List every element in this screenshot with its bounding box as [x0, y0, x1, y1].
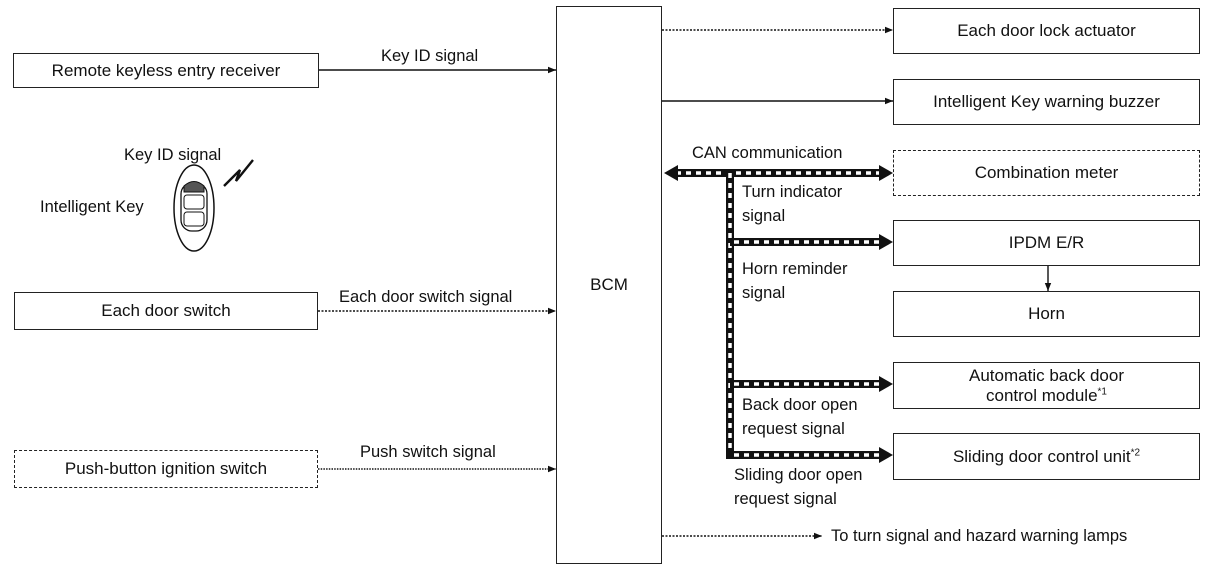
intelligent-key-signal-label: Key ID signal	[124, 146, 222, 164]
push-button-ignition-switch-box: Push-button ignition switch	[14, 450, 318, 488]
ipdm-er-label: IPDM E/R	[1008, 233, 1085, 252]
combination-meter-label: Combination meter	[974, 163, 1119, 182]
horn-box: Horn	[893, 291, 1200, 337]
key-id-signal-label: Key ID signal	[381, 47, 479, 65]
turn-indicator-line2: signal	[742, 207, 786, 225]
back-door-open-line1: Back door open	[742, 396, 858, 414]
each-door-switch-box: Each door switch	[14, 292, 318, 330]
intelligent-key-warning-buzzer-label: Intelligent Key warning buzzer	[933, 92, 1160, 111]
sliding-door-open-request-signal-label: Sliding door open request signal	[734, 463, 862, 511]
intelligent-key-icon	[173, 164, 215, 252]
each-door-switch-label: Each door switch	[101, 301, 231, 320]
ipdm-er-box: IPDM E/R	[893, 220, 1200, 266]
bcm-label: BCM	[590, 275, 628, 294]
remote-keyless-entry-receiver-label: Remote keyless entry receiver	[51, 60, 281, 80]
automatic-back-door-label-line1: Automatic back door	[969, 365, 1124, 385]
push-button-ignition-switch-label: Push-button ignition switch	[64, 459, 268, 478]
bcm-box: BCM	[556, 6, 662, 564]
each-door-switch-signal-label: Each door switch signal	[339, 288, 513, 306]
horn-reminder-signal-label: Horn reminder signal	[742, 257, 847, 305]
horn-reminder-line2: signal	[742, 284, 786, 302]
sliding-door-control-unit-label: Sliding door control unit	[952, 446, 1131, 466]
sliding-door-open-line2: request signal	[734, 490, 837, 508]
intelligent-key-warning-buzzer-box: Intelligent Key warning buzzer	[893, 79, 1200, 125]
sliding-door-open-line1: Sliding door open	[734, 466, 863, 484]
can-communication-label: CAN communication	[692, 144, 843, 162]
intelligent-key-label: Intelligent Key	[40, 198, 144, 216]
horn-label: Horn	[1028, 304, 1065, 323]
combination-meter-box: Combination meter	[893, 150, 1200, 196]
turn-signal-hazard-lamps-label: To turn signal and hazard warning lamps	[831, 527, 1128, 545]
back-door-open-line2: request signal	[742, 420, 845, 438]
each-door-lock-actuator-label: Each door lock actuator	[957, 21, 1136, 40]
turn-indicator-line1: Turn indicator	[742, 183, 843, 201]
can-bus	[664, 165, 893, 463]
wireless-signal-icon	[223, 159, 254, 187]
automatic-back-door-label-line2: control module	[986, 385, 1098, 405]
automatic-back-door-note: *1	[1097, 385, 1107, 397]
remote-keyless-entry-receiver-box: Remote keyless entry receiver	[13, 53, 319, 88]
each-door-lock-actuator-box: Each door lock actuator	[893, 8, 1200, 54]
sliding-door-note: *2	[1130, 446, 1141, 458]
push-switch-signal-label: Push switch signal	[360, 443, 496, 461]
sliding-door-control-unit-box: Sliding door control unit*2	[893, 433, 1200, 480]
turn-indicator-signal-label: Turn indicator signal	[742, 180, 842, 228]
back-door-open-request-signal-label: Back door open request signal	[742, 393, 858, 441]
automatic-back-door-control-module-box: Automatic back door control module*1	[893, 362, 1200, 409]
horn-reminder-line1: Horn reminder	[742, 260, 848, 278]
